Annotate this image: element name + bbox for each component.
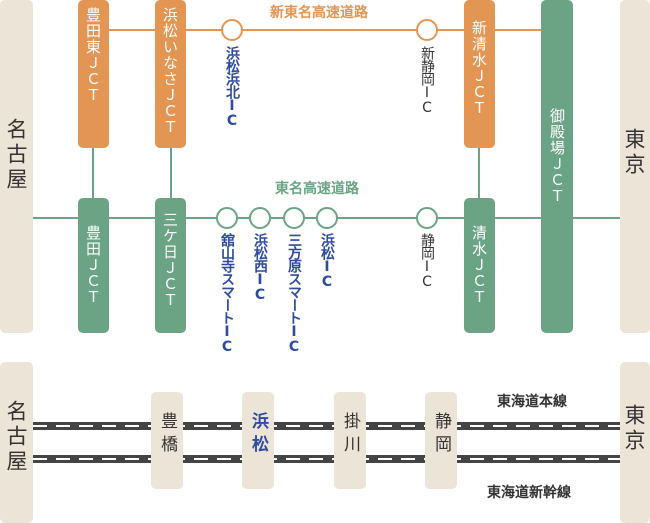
jct-label-shimizu: 清水ＪＣＴ [470, 225, 488, 305]
tokaido-main-line-name: 東海道本線 [497, 394, 567, 410]
jct-box-hamamatsu-inasa [155, 0, 186, 148]
ic-label-shin-shizuoka: 新静岡IC [419, 46, 435, 115]
ic-marker-hamamatsu [316, 207, 338, 229]
ic-label-hamamatsu-hamakita: 浜松浜北IC [224, 46, 240, 128]
station-box-shizuoka [425, 392, 457, 489]
station-label-shizuoka: 静岡 [431, 412, 451, 458]
jct-box-mikkabi [155, 198, 186, 333]
station-label-kakegawa: 掛川 [340, 412, 360, 458]
ic-marker-shin-shizuoka [416, 19, 438, 41]
ic-marker-hamamatsu-nishi [249, 207, 271, 229]
station-box-toyohashi [151, 392, 183, 489]
jct-box-gotemba [541, 0, 573, 333]
ic-label-mikatahara: 三方原スマートIC [286, 233, 302, 354]
ic-label-kanzanji: 舘山寺スマートIC [219, 233, 235, 354]
tokaido-shinkansen-name: 東海道新幹線 [487, 485, 571, 501]
tomei-name: 東名高速道路 [275, 181, 359, 197]
ic-marker-shizuoka [416, 207, 438, 229]
rail-west-endpoint-panel [0, 362, 33, 523]
west-endpoint-panel [0, 0, 33, 333]
jct-label-shin-shimizu: 新清水ＪＣＴ [470, 20, 488, 116]
jct-label-hamamatsu-inasa: 浜松いなさＪＣＴ [161, 7, 179, 135]
station-label-hamamatsu: 浜松 [248, 412, 268, 458]
ic-label-hamamatsu-nishi: 浜松西IC [252, 233, 268, 302]
station-label-toyohashi: 豊橋 [157, 412, 177, 458]
ic-label-shizuoka: 静岡IC [419, 233, 435, 289]
east-endpoint-panel [620, 0, 650, 333]
jct-box-shin-shimizu [464, 0, 495, 148]
rail-east-endpoint-label: 東京 [622, 404, 646, 454]
jct-box-toyota-higashi [78, 0, 109, 148]
rail-west-endpoint-label: 名古屋 [4, 400, 28, 475]
jct-label-gotemba: 御殿場ＪＣＴ [548, 108, 566, 204]
station-box-kakegawa [334, 392, 366, 489]
jct-label-toyota: 豊田ＪＣＴ [84, 225, 102, 305]
station-box-hamamatsu [242, 392, 274, 489]
jct-box-toyota [78, 198, 109, 333]
ic-marker-mikatahara [283, 207, 305, 229]
tokaido-main-line-track [33, 422, 620, 430]
shin-tomei-name: 新東名高速道路 [270, 5, 368, 21]
highway-east-endpoint-label: 東京 [622, 128, 646, 178]
tokaido-shinkansen-track [33, 455, 620, 463]
jct-label-toyota-higashi: 豊田東ＪＣＴ [84, 7, 102, 103]
ic-marker-hamamatsu-hamakita [221, 19, 243, 41]
ic-label-hamamatsu: 浜松IC [319, 233, 335, 289]
jct-label-mikkabi: 三ケ日ＪＣＴ [161, 212, 179, 308]
rail-east-endpoint-panel [620, 362, 650, 523]
ic-marker-kanzanji [216, 207, 238, 229]
highway-west-endpoint-label: 名古屋 [4, 118, 28, 193]
jct-box-shimizu [464, 198, 495, 333]
